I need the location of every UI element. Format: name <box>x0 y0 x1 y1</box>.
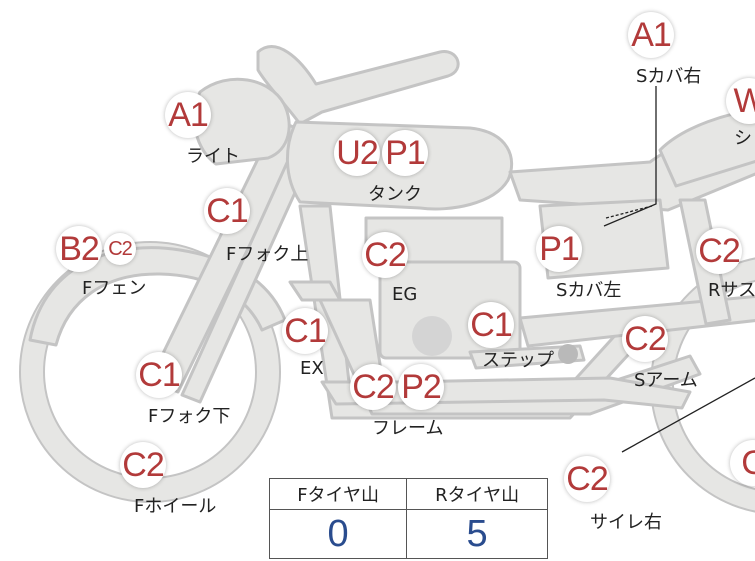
tire-tread-table: Fタイヤ山 Rタイヤ山 0 5 <box>268 478 548 559</box>
engine-codes: C2 <box>362 232 408 278</box>
code-badge: P1 <box>536 226 582 272</box>
code-badge: A1 <box>628 12 674 58</box>
f-fender-label: Fフェン <box>82 278 147 299</box>
engine-label: EG <box>392 284 418 305</box>
code-badge: W <box>726 78 755 124</box>
rear-tire-value: 5 <box>406 509 548 559</box>
code-badge: C2 <box>622 316 668 362</box>
step-label: ステップ <box>482 350 554 371</box>
step-codes: C1 <box>468 302 514 348</box>
code-badge: A1 <box>165 92 211 138</box>
r-suspension-codes: C2 <box>696 228 742 274</box>
seat-label: シ <box>734 128 752 149</box>
f-fender-codes: B2 C2 <box>56 226 136 272</box>
f-fork-lower-label: Fフォク下 <box>148 406 231 427</box>
code-badge: C1 <box>468 302 514 348</box>
code-badge: C1 <box>282 308 328 354</box>
front-tire-value: 0 <box>268 509 408 559</box>
silencer-right-label: サイレ右 <box>590 512 662 533</box>
f-wheel-codes: C2 <box>120 442 166 488</box>
s-cover-left-codes: P1 <box>536 226 582 272</box>
code-badge: C1 <box>136 352 182 398</box>
frame-codes: C2 P2 <box>350 364 444 410</box>
r-wheel-codes: C <box>730 440 755 486</box>
code-badge: C2 <box>350 364 396 410</box>
code-badge: C2 <box>362 232 408 278</box>
code-badge: C2 <box>120 442 166 488</box>
rear-tire-header: Rタイヤ山 <box>406 478 548 510</box>
exhaust-codes: C1 <box>282 308 328 354</box>
silencer-right-codes: C2 <box>564 456 610 502</box>
light-codes: A1 <box>165 92 211 138</box>
s-cover-right-codes: A1 <box>628 12 674 58</box>
silencer-right-leader <box>621 377 755 453</box>
code-badge: C2 <box>564 456 610 502</box>
s-arm-codes: C2 <box>622 316 668 362</box>
tank-label: タンク <box>368 184 422 205</box>
s-cover-right-label: Sカバ右 <box>636 66 702 87</box>
f-fork-upper-codes: C1 <box>204 188 250 234</box>
f-wheel-label: Fホイール <box>134 496 217 517</box>
code-badge: P2 <box>398 364 444 410</box>
f-fork-lower-codes: C1 <box>136 352 182 398</box>
light-label: ライト <box>186 146 240 167</box>
code-badge: C1 <box>204 188 250 234</box>
s-arm-label: Sアーム <box>634 370 698 391</box>
tank-codes: U2 P1 <box>334 130 428 176</box>
f-fork-upper-label: Fフォク上 <box>226 244 309 265</box>
front-tire-header: Fタイヤ山 <box>268 478 408 510</box>
code-badge: C2 <box>696 228 742 274</box>
r-suspension-label: Rサス <box>708 280 755 301</box>
code-badge: C2 <box>104 233 136 265</box>
s-cover-right-leader <box>603 86 657 227</box>
frame-label: フレーム <box>372 418 444 439</box>
engine-case-shape <box>412 316 452 356</box>
code-badge: P1 <box>382 130 428 176</box>
step-shape <box>468 344 586 370</box>
s-cover-left-label: Sカバ左 <box>556 280 622 301</box>
seat-codes: W <box>726 78 755 124</box>
exhaust-label: EX <box>300 358 324 379</box>
code-badge: C <box>730 440 755 486</box>
code-badge: B2 <box>56 226 102 272</box>
code-badge: U2 <box>334 130 380 176</box>
